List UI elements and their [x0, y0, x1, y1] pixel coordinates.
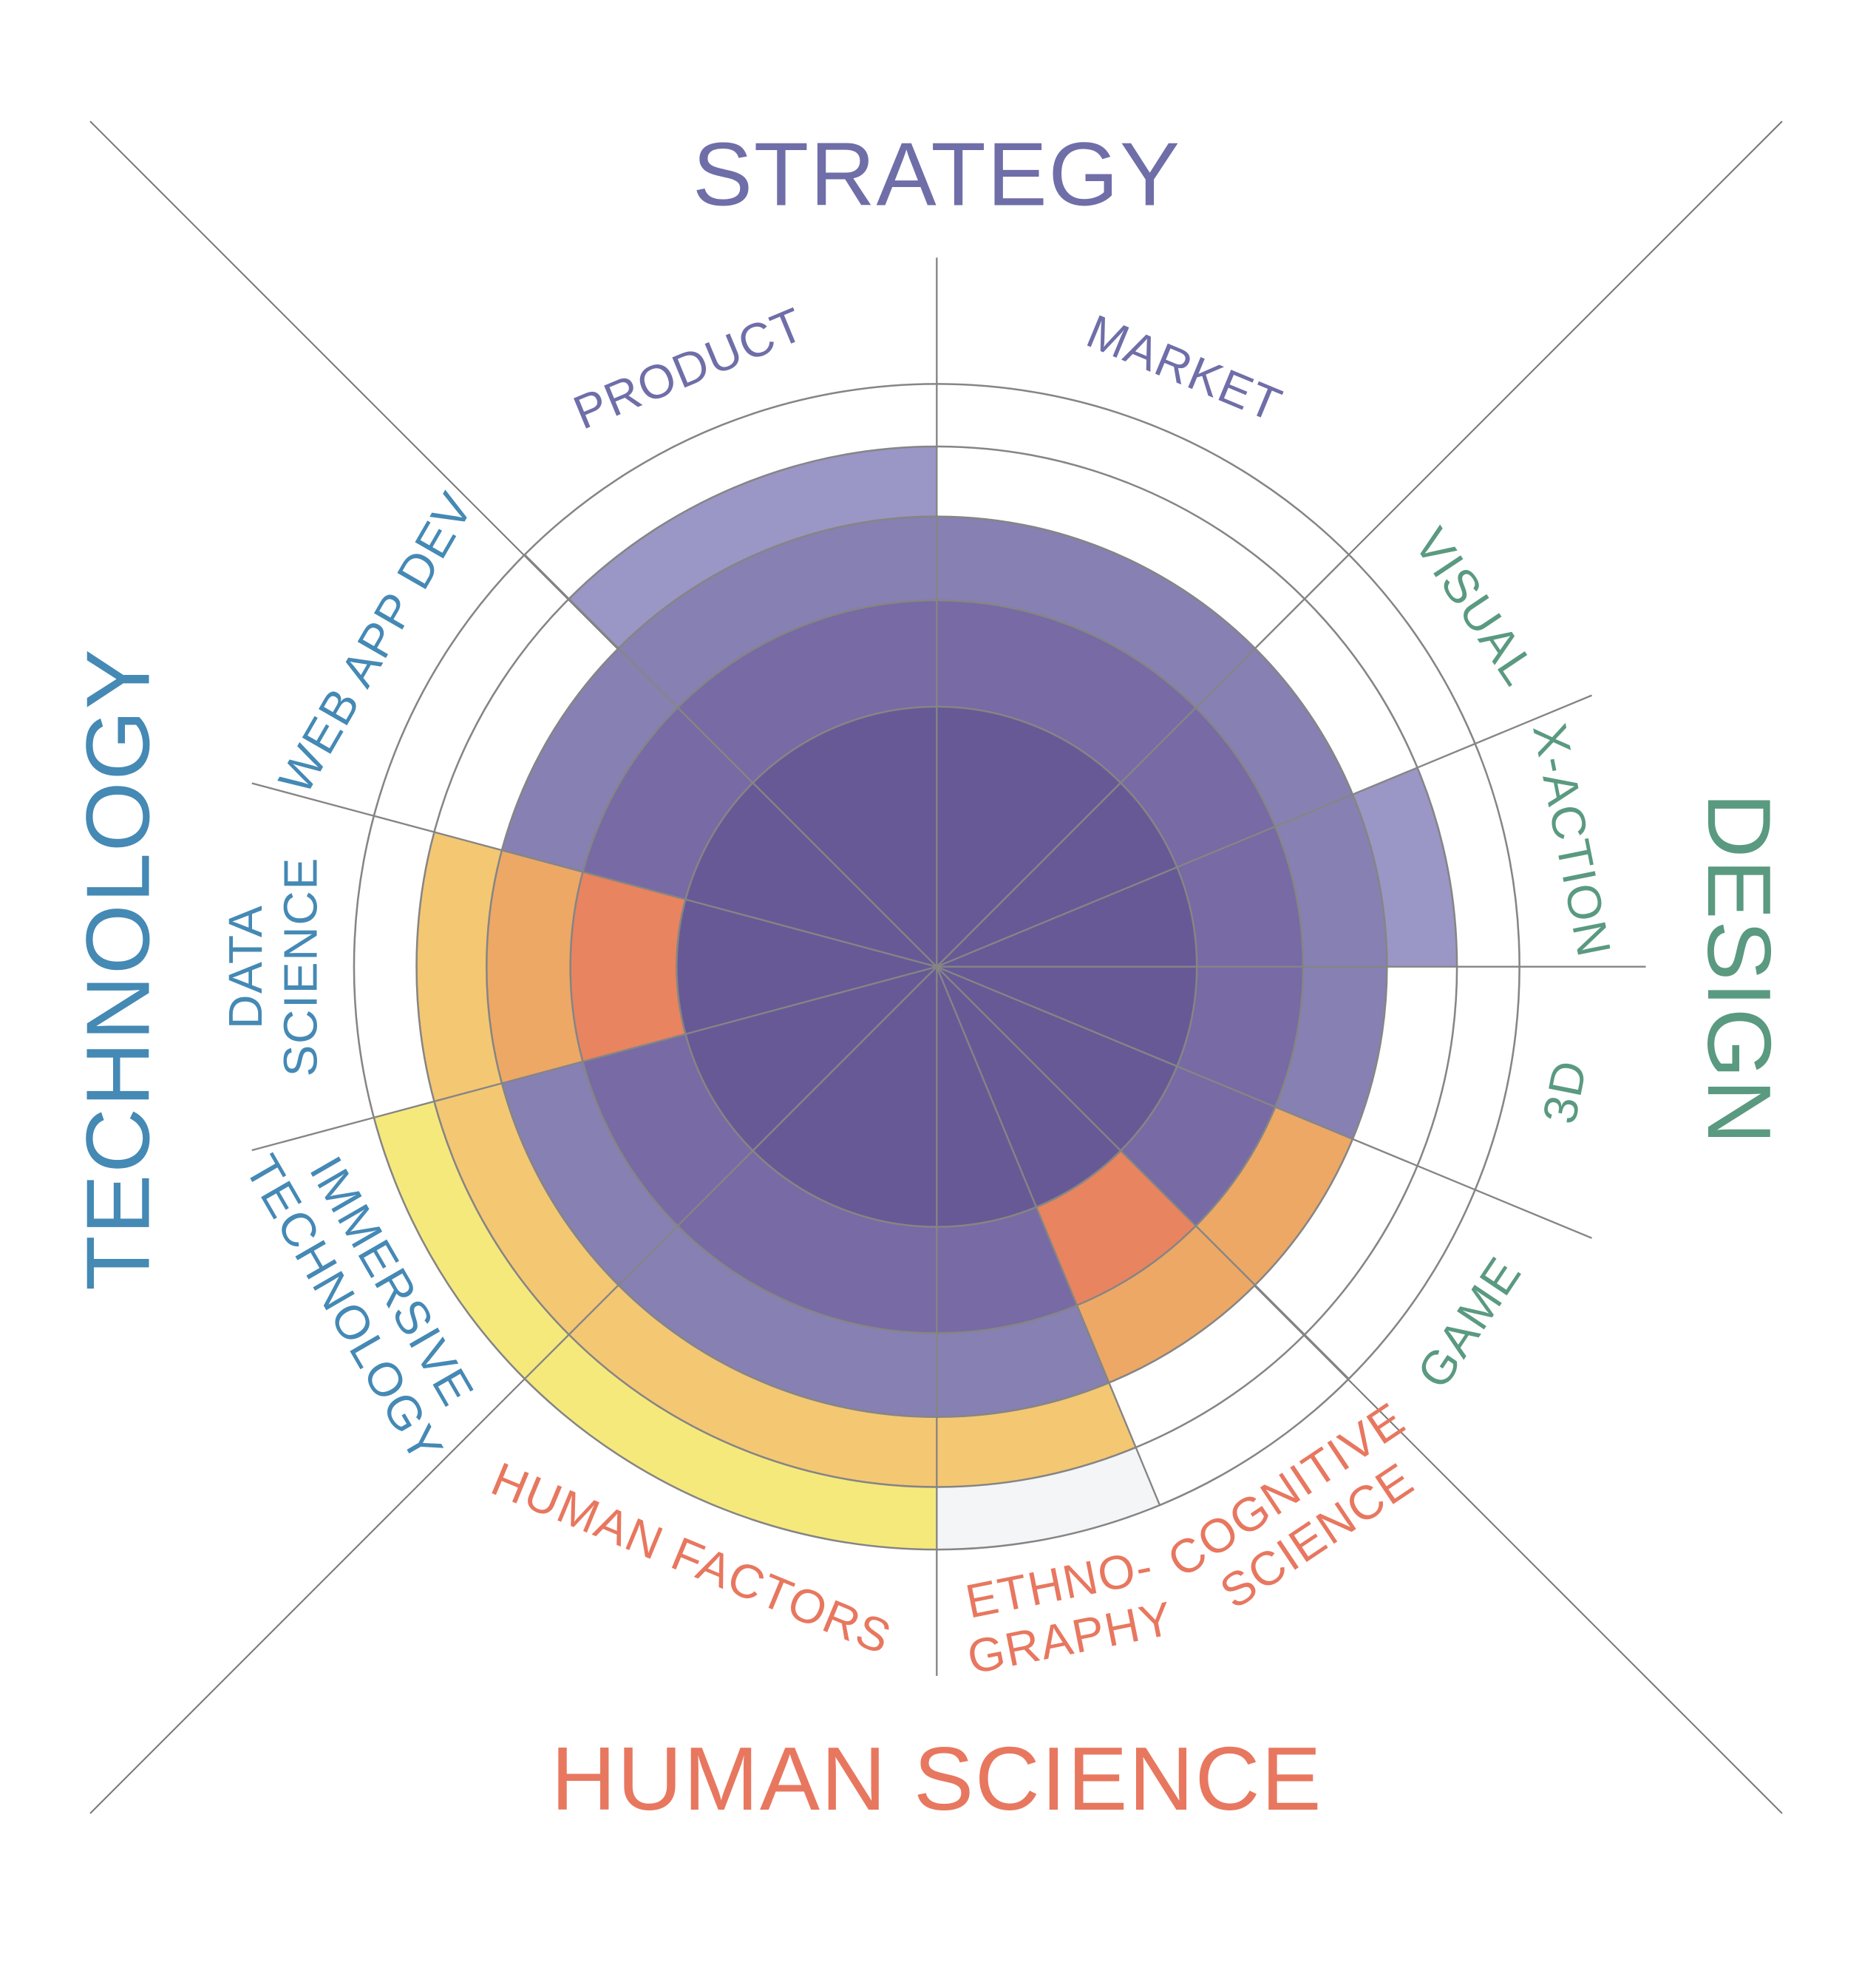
sector-segment: [373, 1101, 569, 1379]
sector-segment: [582, 1033, 753, 1226]
grid-spoke: [936, 965, 1592, 1239]
sector-segment: [937, 600, 1196, 783]
sector-segment: [618, 516, 937, 708]
sector-segment: [1077, 1226, 1255, 1383]
sector-segment: [502, 648, 678, 872]
grid: [251, 257, 1646, 1676]
grid-spoke: [936, 966, 1161, 1506]
sector-label-line: MARKET: [1079, 305, 1289, 432]
sector-segment: [752, 966, 937, 1227]
sector-label-line: WEB APP DEV: [268, 483, 483, 803]
sector-segment: [937, 966, 1177, 1151]
sector-segment: [937, 1206, 1078, 1334]
sector-segment: [937, 516, 1255, 708]
sector-label-line: 3D: [1532, 1056, 1597, 1128]
sector-segment: [416, 832, 503, 1101]
sector-label-line: X-ACTION: [1523, 719, 1621, 962]
sector-label: COGNITIVESCIENCE: [1158, 1392, 1445, 1634]
sector-segment: [434, 1083, 619, 1335]
sector-segment: [937, 1305, 1109, 1417]
sector-segment: [937, 1382, 1136, 1487]
sector-label: DATASCIENCE: [219, 857, 327, 1077]
sector-segment: [685, 782, 937, 967]
sector-segment: [1195, 1107, 1353, 1286]
sector-segment: [1275, 966, 1387, 1139]
sector-segment: [618, 1226, 937, 1417]
sector-segment: [1177, 966, 1303, 1107]
sector-segment: [677, 1150, 937, 1334]
category-title: STRATEGY: [693, 123, 1181, 224]
sector-label-line: VISUAL: [1404, 519, 1547, 696]
sector-label: 3D: [1532, 1056, 1597, 1128]
sector-segment: [752, 706, 937, 967]
sector-segment: [568, 1285, 937, 1487]
grid-spoke: [524, 965, 938, 1380]
grid-spoke: [524, 554, 938, 968]
category-titles: STRATEGY DESIGN HUMAN SCIENCE TECHNOLOGY: [68, 123, 1790, 1829]
grid-spoke: [251, 965, 937, 1152]
sector-segment: [937, 782, 1177, 967]
sector-label: X-ACTION: [1523, 719, 1621, 962]
sector-segment: [937, 966, 1121, 1207]
grid-spoke: [936, 694, 1592, 968]
sector-label: WEB APP DEV: [268, 483, 483, 803]
sector-segment: [937, 966, 1197, 1067]
sector-segment: [1121, 1066, 1276, 1226]
sector-segment: [502, 1062, 678, 1286]
grid-spoke: [251, 782, 937, 968]
sector-segment: [937, 706, 1121, 967]
sector-label: VISUAL: [1404, 519, 1547, 696]
sector-segment: [685, 966, 937, 1151]
sector-label-line: SCIENCE: [273, 857, 327, 1077]
sector-segment: [937, 1447, 1160, 1550]
grid-spoke: [936, 554, 1350, 968]
sector-fills: [373, 446, 1458, 1550]
sector-label-line: GAME: [1407, 1248, 1532, 1398]
sector-segment: [1352, 767, 1458, 967]
sector-label: ETHNO-GRAPHY: [952, 1538, 1177, 1685]
category-title: TECHNOLOGY: [68, 648, 169, 1291]
sector-segment: [570, 872, 686, 1062]
sector-segment: [1275, 794, 1387, 967]
sector-segment: [677, 600, 937, 783]
sector-segment: [1036, 1150, 1196, 1306]
sector-segment: [937, 867, 1197, 967]
sector-segment: [1195, 648, 1353, 827]
sector-segment: [568, 446, 937, 649]
sector-label-line: DATA: [219, 904, 272, 1029]
sector-label: PRODUCT: [566, 297, 812, 440]
sector-segment: [1121, 707, 1276, 868]
sector-segment: [524, 1334, 937, 1550]
sector-segment: [582, 707, 753, 900]
sector-label-line: PRODUCT: [566, 297, 812, 440]
sector-segment: [937, 966, 1036, 1227]
sector-label: GAME: [1407, 1248, 1532, 1398]
sector-segment: [1177, 826, 1303, 967]
sector-label: MARKET: [1079, 305, 1289, 432]
grid-spoke: [936, 965, 1350, 1380]
category-title: DESIGN: [1689, 793, 1790, 1146]
sector-segment: [486, 850, 583, 1084]
sector-segment: [676, 899, 937, 1034]
category-title: HUMAN SCIENCE: [551, 1728, 1322, 1829]
